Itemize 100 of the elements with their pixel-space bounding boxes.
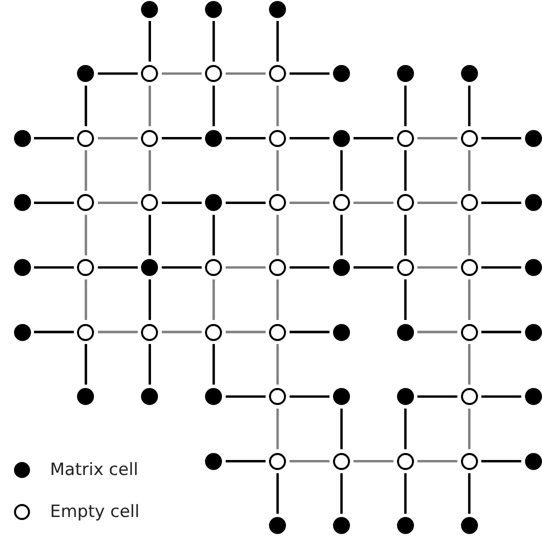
empty-cell-circle (460, 194, 478, 212)
connector-line (34, 137, 74, 140)
matrix-cell-dot (14, 324, 30, 340)
matrix-cell-dot (460, 65, 478, 82)
connector-line (162, 72, 202, 75)
connector-line (162, 202, 202, 204)
connector-line (417, 202, 458, 204)
empty-cell-circle (141, 65, 158, 82)
connector-line (226, 202, 266, 204)
connector-line (290, 137, 330, 140)
empty-cell-circle (269, 388, 286, 406)
connector-line (226, 330, 266, 334)
matrix-cell-dot (205, 0, 222, 18)
matrix-cell-dot (524, 388, 542, 406)
matrix-cell-dot (205, 130, 222, 147)
legend-label: Empty cell (50, 501, 140, 524)
empty-cell-circle (460, 130, 478, 147)
matrix-cell-dot (205, 452, 222, 470)
connector-line (276, 473, 279, 514)
empty-cell-circle (333, 194, 350, 212)
connector-line (212, 344, 215, 385)
connector-line (481, 330, 522, 334)
connector-line (84, 150, 88, 191)
connector-line (148, 150, 151, 191)
matrix-cell-dot (333, 517, 350, 534)
connector-line (417, 330, 458, 334)
matrix-cell-dot (141, 0, 158, 18)
connector-line (212, 279, 215, 320)
connector-line (340, 150, 343, 191)
connector-line (468, 150, 470, 191)
matrix-cell-dot (205, 194, 222, 212)
matrix-cell-dot (141, 258, 158, 276)
connector-line (212, 21, 215, 62)
connector-line (404, 150, 407, 191)
empty-cell-circle (460, 388, 478, 406)
connector-line (276, 86, 279, 126)
connector-line (481, 460, 522, 462)
connector-line (162, 330, 202, 334)
empty-cell-circle (77, 258, 94, 276)
connector-line (162, 266, 202, 269)
connector-line (417, 137, 458, 140)
matrix-cell-dot (269, 517, 286, 534)
empty-cell-circle (396, 258, 414, 276)
empty-cell-circle (460, 324, 478, 340)
empty-cell-circle (269, 130, 286, 147)
empty-cell-circle (460, 452, 478, 470)
matrix-cell-dot (396, 517, 414, 534)
empty-cell-circle (77, 130, 94, 147)
empty-cell-circle (141, 194, 158, 212)
empty-cell-circle (396, 452, 414, 470)
connector-line (98, 330, 138, 334)
connector-line (354, 460, 394, 462)
matrix-cell-dot (333, 130, 350, 147)
connector-line (340, 473, 343, 514)
connector-line (468, 279, 470, 320)
empty-cell-circle (77, 324, 94, 340)
connector-line (481, 202, 522, 204)
empty-cell-circle (141, 130, 158, 147)
connector-line (290, 460, 330, 462)
matrix-cell-dot (333, 65, 350, 82)
connector-line (404, 279, 407, 320)
matrix-cell-dot (524, 194, 542, 212)
connector-line (276, 21, 279, 62)
connector-line (468, 473, 470, 514)
connector-line (290, 395, 330, 398)
connector-line (162, 137, 202, 140)
connector-line (98, 266, 138, 269)
empty-cell-circle (269, 258, 286, 276)
connector-line (290, 72, 330, 75)
connector-line (404, 473, 407, 514)
connector-line (481, 395, 522, 398)
connector-line (468, 344, 470, 385)
connector-line (34, 266, 74, 269)
matrix-cell-dot (205, 388, 222, 406)
empty-cell-circle (205, 65, 222, 82)
connector-line (404, 408, 407, 450)
empty-cell-circle (333, 452, 350, 470)
matrix-cell-dot (77, 65, 94, 82)
connector-line (468, 86, 470, 126)
matrix-cell-dot (396, 65, 414, 82)
connector-line (354, 266, 394, 269)
connector-line (417, 460, 458, 462)
connector-line (276, 408, 279, 450)
empty-cell-circle (77, 194, 94, 212)
matrix-cell-dot (141, 388, 158, 406)
connector-line (468, 214, 470, 256)
connector-line (276, 150, 279, 191)
connector-line (276, 344, 279, 385)
matrix-cell-dot (333, 324, 350, 340)
connector-line (226, 395, 266, 398)
connector-line (84, 279, 88, 320)
connector-line (148, 214, 151, 256)
connector-line (226, 137, 266, 140)
matrix-cell-dot (14, 194, 30, 212)
connector-line (404, 86, 407, 126)
connector-line (354, 202, 394, 204)
connector-line (98, 72, 138, 75)
matrix-cell-dot (524, 452, 542, 470)
empty-cell-circle (269, 65, 286, 82)
connector-line (34, 202, 74, 204)
